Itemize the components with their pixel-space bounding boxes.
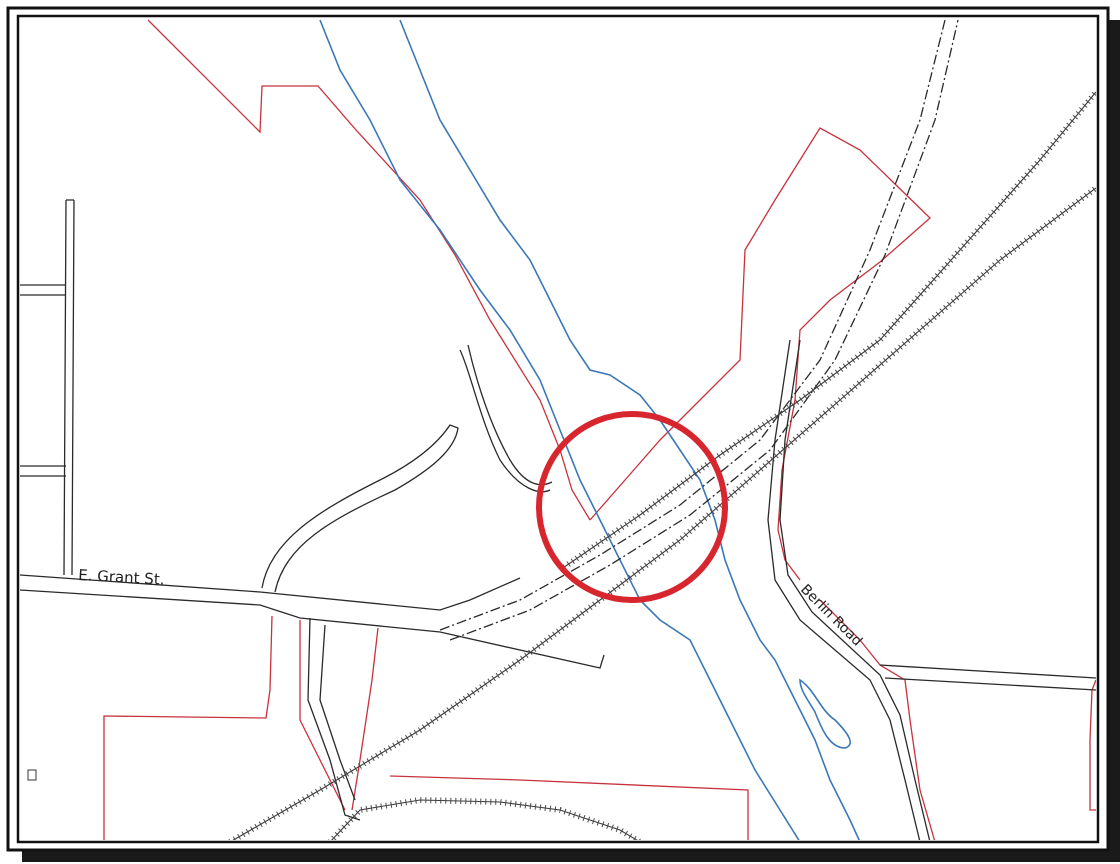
- parcel-south-west: [103, 615, 273, 840]
- road-berlin-east-edge: [779, 339, 931, 840]
- road-loop: [459, 344, 553, 493]
- parcel-far-east: [1089, 679, 1096, 811]
- river-channel: [319, 19, 860, 840]
- inner-border: [16, 14, 1100, 844]
- railroad-north-line: [559, 91, 1096, 571]
- river-west-bank: [319, 19, 800, 840]
- road-ramp: [261, 424, 459, 593]
- parcel-boundaries: [103, 19, 1096, 840]
- parcel-north-east: [589, 127, 931, 581]
- road-west-cross-2: [20, 465, 66, 477]
- roads: [20, 19, 1096, 840]
- label-grant-street: E. Grant St.: [78, 566, 165, 588]
- road-west-cross-1: [20, 284, 66, 296]
- edge-marker: [27, 769, 37, 781]
- road-grant-south-edge: [20, 589, 605, 669]
- road-berlin-west-edge: [767, 339, 921, 840]
- road-west-vertical: [63, 199, 75, 576]
- road-east-connector: [879, 664, 1096, 691]
- river-island: [799, 678, 851, 749]
- parcel-south-east: [389, 775, 749, 840]
- road-diagonal-east: [449, 19, 959, 641]
- road-grant-north-edge: [20, 574, 521, 611]
- highlight-circle: [536, 411, 728, 603]
- road-south-vertical: [307, 617, 361, 821]
- parcel-south-mid: [351, 627, 379, 811]
- railroad-tracks: [228, 90, 1096, 840]
- parcel-south-inner: [299, 620, 346, 811]
- railroad-main-line: [232, 187, 1096, 840]
- parcel-east-road: [819, 599, 936, 840]
- road-diagonal-west: [439, 19, 946, 631]
- river-east-bank: [399, 19, 860, 840]
- railroad-south-spur: [331, 799, 638, 840]
